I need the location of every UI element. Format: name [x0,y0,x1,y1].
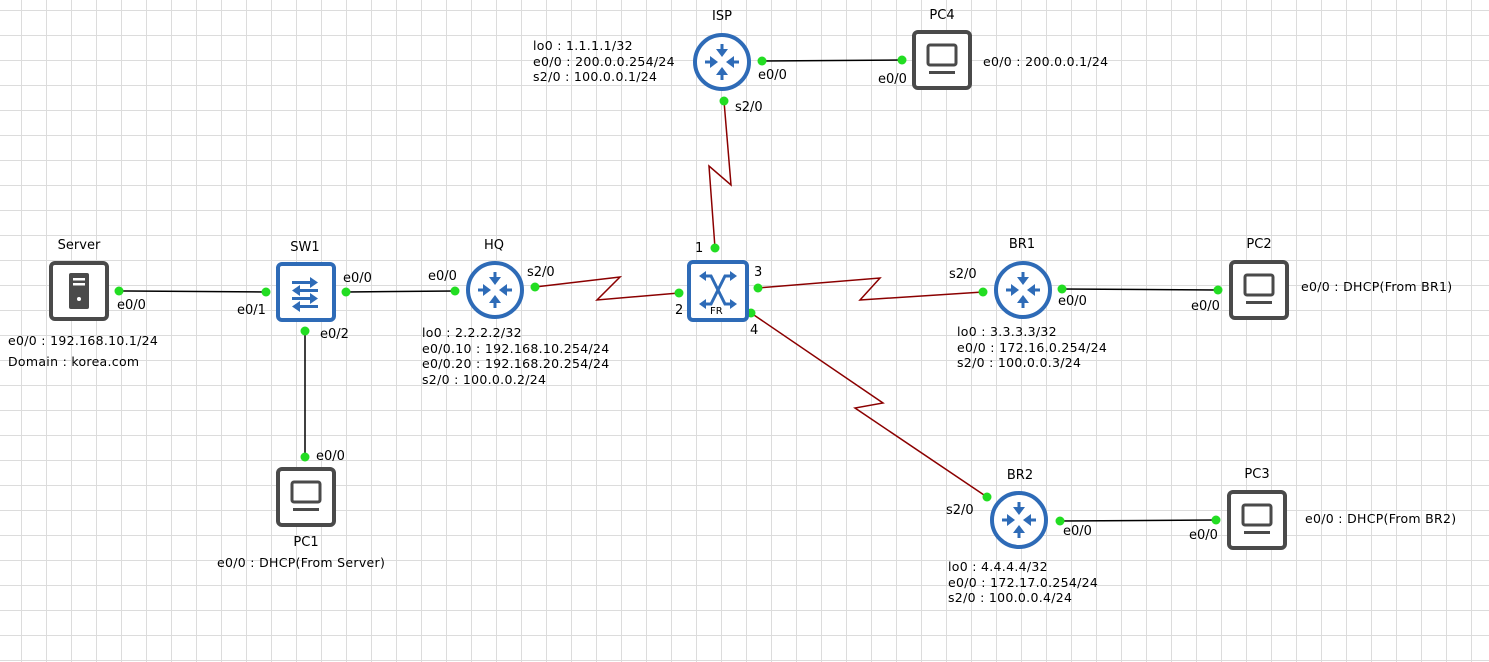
fr-inner-label: FR [710,306,723,317]
port-label-sw1-e01: e0/1 [237,303,266,318]
port-label-hq-e00: e0/0 [428,269,457,284]
port-label-br1-s20: s2/0 [949,267,977,282]
pc-icon [276,467,336,527]
switch-icon [276,262,336,322]
pc-icon [1229,260,1289,320]
port-dot-pc2-e00[interactable] [1213,285,1223,295]
server-node[interactable] [49,261,109,325]
port-label-sw1-e00: e0/0 [343,271,372,286]
port-dot-fr-2[interactable] [674,288,684,298]
port-dot-isp-e00[interactable] [757,56,767,66]
port-dot-br2-e00[interactable] [1055,516,1065,526]
port-label-fr-4: 4 [750,323,759,338]
node-name-server: Server [57,238,101,253]
port-dot-br1-s20[interactable] [978,287,988,297]
port-dot-hq-s20[interactable] [530,282,540,292]
port-dot-pc4-e00[interactable] [897,55,907,65]
router-br1[interactable] [992,260,1054,324]
node-name-pc1: PC1 [293,535,319,550]
router-icon [693,33,751,91]
node-name-br1: BR1 [1008,237,1036,252]
link-br2-pc3[interactable] [1059,519,1217,522]
port-label-pc3-e00: e0/0 [1189,528,1218,543]
link-fr-br1[interactable] [757,277,984,301]
port-dot-br1-e00[interactable] [1057,284,1067,294]
link-hq-fr[interactable] [534,276,680,301]
node-name-sw1: SW1 [290,240,320,255]
port-dot-pc3-e00[interactable] [1211,515,1221,525]
info-pc1: e0/0 : DHCP(From Server) [217,555,386,570]
node-name-isp: ISP [712,9,732,24]
info-br1: lo0 : 3.3.3.3/32 e0/0 : 172.16.0.254/24 … [957,324,1108,370]
link-fr-br2[interactable] [750,312,988,498]
port-dot-isp-s20[interactable] [719,96,729,106]
router-isp[interactable] [691,32,753,96]
pc-icon [1227,490,1287,550]
port-dot-fr-1[interactable] [710,243,720,253]
info-hq: lo0 : 2.2.2.2/32 e0/0.10 : 192.168.10.25… [422,325,610,387]
port-dot-pc1-e00[interactable] [300,452,310,462]
pc-node-pc1[interactable] [276,467,336,531]
port-label-fr-3: 3 [754,265,763,280]
port-dot-sw1-e00[interactable] [341,287,351,297]
node-name-br2: BR2 [1006,468,1034,483]
pc-node-pc2[interactable] [1229,260,1289,324]
info-server: e0/0 : 192.168.10.1/24 Domain : korea.co… [8,333,159,369]
info-pc3: e0/0 : DHCP(From BR2) [1305,511,1457,526]
pc-node-pc3[interactable] [1227,490,1287,554]
port-dot-server-e00[interactable] [114,286,124,296]
port-dot-fr-3[interactable] [753,283,763,293]
port-label-server-e00: e0/0 [117,298,146,313]
router-br2[interactable] [988,490,1050,554]
port-label-pc2-e00: e0/0 [1191,299,1220,314]
info-isp: lo0 : 1.1.1.1/32 e0/0 : 200.0.0.254/24 s… [533,38,675,84]
port-label-pc4-e00: e0/0 [878,72,907,87]
switch-sw1[interactable] [276,262,336,326]
port-label-isp-s20: s2/0 [735,100,763,115]
router-icon [466,261,524,319]
link-isp-pc4[interactable] [761,59,903,62]
router-icon [994,261,1052,319]
link-server-sw1[interactable] [118,290,267,293]
frame-relay-switch-icon: FR [687,260,749,322]
node-name-pc4: PC4 [929,8,955,23]
port-label-isp-e00: e0/0 [758,68,787,83]
node-name-hq: HQ [483,238,504,253]
fr-switch[interactable]: FR [687,260,749,326]
port-dot-sw1-e01[interactable] [261,287,271,297]
link-isp-fr[interactable] [708,100,732,249]
node-name-pc3: PC3 [1244,467,1270,482]
port-label-pc1-e00: e0/0 [316,449,345,464]
link-sw1-hq[interactable] [345,290,456,293]
port-label-br2-s20: s2/0 [946,503,974,518]
port-label-fr-1: 1 [695,241,704,256]
port-dot-br2-s20[interactable] [982,492,992,502]
port-dot-hq-e00[interactable] [450,286,460,296]
port-label-br2-e00: e0/0 [1063,524,1092,539]
link-br1-pc2[interactable] [1061,288,1219,291]
port-dots [114,55,1223,526]
router-icon [990,491,1048,549]
pc-node-pc4[interactable] [912,30,972,94]
port-label-hq-s20: s2/0 [527,265,555,280]
port-label-br1-e00: e0/0 [1058,294,1087,309]
port-label-sw1-e02: e0/2 [320,327,349,342]
server-icon [49,261,109,321]
pc-icon [912,30,972,90]
info-pc4: e0/0 : 200.0.0.1/24 [983,54,1109,69]
port-label-fr-2: 2 [675,303,684,318]
info-pc2: e0/0 : DHCP(From BR1) [1301,279,1453,294]
router-hq[interactable] [464,260,526,324]
info-br2: lo0 : 4.4.4.4/32 e0/0 : 172.17.0.254/24 … [948,559,1099,605]
node-name-pc2: PC2 [1246,237,1272,252]
port-dot-sw1-e02[interactable] [300,326,310,336]
